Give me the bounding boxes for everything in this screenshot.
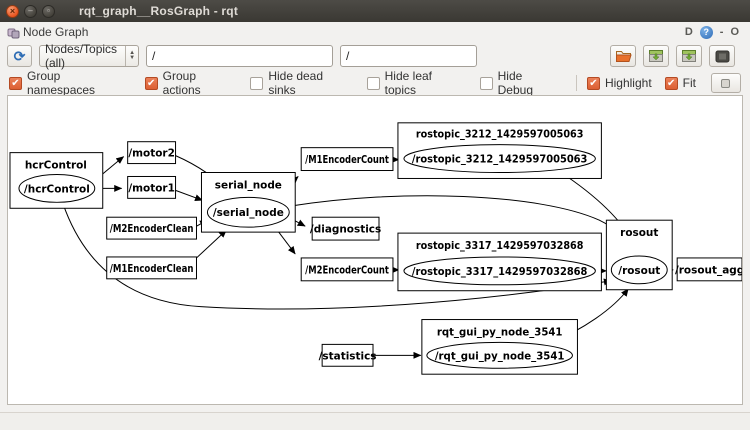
graph-label: /M1EncoderCount [305,154,389,166]
fit-in-view-button[interactable] [711,73,741,93]
graph-label: /serial_node [213,207,284,219]
graph-label: rostopic_3317_1429597032868 [416,240,584,252]
save-image-icon [715,50,729,62]
graph-edge-/motor1-to-/serial_node [175,189,203,201]
window-titlebar[interactable]: × – ▫ rqt_graph__RosGraph - rqt [0,0,750,22]
graph-label: /rosout_agg [675,264,742,276]
window-minimize-button[interactable]: – [24,4,37,18]
option-hide-leaf-topics[interactable]: Hide leaf topics [366,69,467,97]
graph-label: /rostopic_3317_1429597032868 [412,266,588,278]
graph-node-/serial_node [206,196,290,228]
graph-topic-/statistics [321,343,374,367]
graph-topic-/motor1 [127,175,177,199]
fit-in-view-icon [721,78,731,88]
refresh-icon: ⟳ [13,47,26,64]
graph-label: /M1EncoderClean [110,263,194,275]
graph-topic-/diagnostics [311,216,380,241]
dock-float-button[interactable]: O [730,26,739,38]
checkbox-icon[interactable]: ✔ [144,76,158,90]
option-hide-debug[interactable]: Hide Debug [479,69,561,97]
option-label: Hide Debug [497,69,533,97]
graph-topic-/motor2 [127,141,177,165]
open-folder-icon [615,51,632,62]
graph-node-/rostopic_3317_1429597032868 [403,256,596,286]
graph-label: serial_node [215,179,282,191]
refresh-button[interactable]: ⟳ [7,45,32,67]
graph-label: hcrControl [25,160,87,172]
topic-filter-input[interactable] [340,45,477,67]
graph-label: /rostopic_3212_1429597005063 [412,154,588,166]
panel-title: Node Graph [23,25,89,39]
load-dot-button[interactable] [610,45,636,67]
dock-minimize-button[interactable]: - [719,26,724,38]
save-svg-button[interactable] [676,45,702,67]
graph-label: /M2EncoderClean [110,223,194,235]
help-icon[interactable]: ? [699,25,713,39]
option-label: Fit [682,76,696,90]
option-label: Highlight [604,76,652,90]
option-group-namespaces[interactable]: ✔ Group namespaces [9,69,132,97]
checkbox-icon[interactable] [479,76,493,90]
graph-label: rostopic_3212_1429597005063 [416,129,584,141]
checkbox-icon[interactable] [366,76,380,90]
window-maximize-button[interactable]: ▫ [42,4,55,18]
graph-label: /statistics [319,350,377,362]
combo-spinner-icon: ▲▼ [125,46,138,66]
window-title: rqt_graph__RosGraph - rqt [79,4,239,18]
option-hide-dead-sinks[interactable]: Hide dead sinks [250,69,353,97]
graph-label: /motor1 [128,182,175,194]
graph-topic-/M2EncoderCount [300,257,394,282]
graph-label: /M2EncoderCount [305,264,389,276]
node-graph-canvas[interactable]: hcrControl serial_node rostopic_3212_14295… [7,95,743,405]
window-close-button[interactable]: × [6,4,19,18]
graph-topic-/rosout_agg [676,257,742,282]
panel-header: Node Graph D ? - O [0,22,750,42]
checkbox-icon[interactable]: ✔ [586,76,600,90]
save-dot-button[interactable] [643,45,669,67]
graph-node-/rqt_gui_py_node_3541 [426,341,573,369]
graph-label: /rqt_gui_py_node_3541 [435,350,565,362]
filter-mode-select[interactable]: Nodes/Topics (all) ▲▼ [39,42,139,70]
graph-label: rosout [620,227,658,239]
graph-topic-/M1EncoderClean [106,256,197,280]
checkbox-icon[interactable] [250,76,264,90]
graph-edge-/hcrControl-to-/rosout [62,203,612,310]
graph-node-/rostopic_3212_1429597005063 [403,144,596,173]
option-label: Group namespaces [27,69,96,97]
graph-label: /motor2 [128,148,175,160]
graph-options-row: ✔ Group namespaces ✔ Group actions Hide dead… [0,69,750,97]
node-graph-plugin-icon [7,28,20,38]
dock-d-button[interactable]: D [684,26,693,38]
graph-edge-/M1EncoderClean-to-/serial_node [196,229,227,259]
graph-label: /diagnostics [310,224,381,236]
option-group-actions[interactable]: ✔ Group actions [144,69,238,97]
option-fit[interactable]: ✔ Fit [664,76,696,90]
option-label: Hide leaf topics [384,69,433,97]
option-label: Group actions [162,69,201,97]
option-highlight[interactable]: ✔ Highlight [586,76,652,90]
graph-node-/hcrControl [18,173,96,203]
graph-toolbar: ⟳ Nodes/Topics (all) ▲▼ [0,42,750,70]
graph-label: /hcrControl [24,183,90,195]
filter-mode-value: Nodes/Topics (all) [45,42,118,70]
status-bar [0,412,750,430]
option-label: Hide dead sinks [268,69,324,97]
namespace-filter-input[interactable] [146,45,333,67]
graph-topic-/M1EncoderCount [300,147,394,172]
save-svg-icon [682,50,696,62]
save-dot-icon [649,50,663,62]
toolbar-separator [575,75,577,91]
toolbar-actions [610,45,735,67]
graph-label: /rosout [618,265,660,277]
graph-label: rqt_gui_py_node_3541 [437,326,563,338]
checkbox-icon[interactable]: ✔ [9,76,22,90]
graph-node-/rosout [610,255,668,285]
graph-topic-/M2EncoderClean [106,216,197,240]
checkbox-icon[interactable]: ✔ [664,76,678,90]
graph-svg: hcrControl serial_node rostopic_3212_14295… [9,122,742,375]
save-image-button[interactable] [709,45,735,67]
